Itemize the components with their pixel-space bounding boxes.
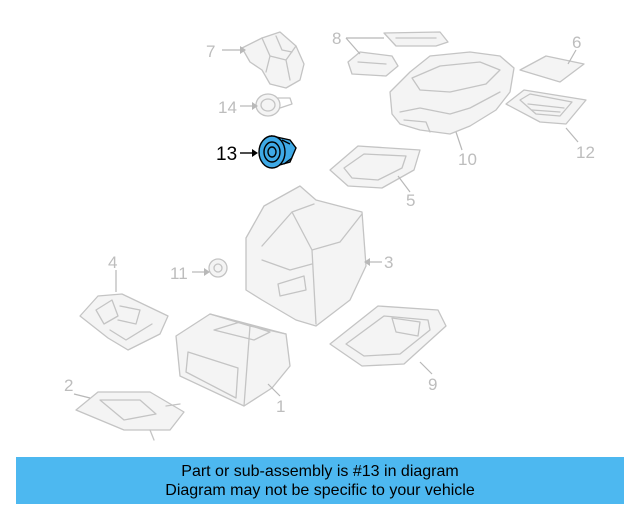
callout-6: 6 (572, 33, 581, 52)
callout-3: 3 (384, 253, 393, 272)
callout-1: 1 (276, 397, 285, 416)
callout-7: 7 (206, 42, 215, 61)
part-2 (75, 391, 185, 441)
part-14 (255, 93, 293, 117)
callout-5: 5 (406, 191, 415, 210)
part-13-highlighted (258, 135, 297, 169)
parts-diagram: 7 14 13 8 6 10 (64, 29, 595, 441)
callout-2: 2 (64, 376, 73, 395)
callout-10: 10 (458, 150, 477, 169)
part-1 (175, 313, 291, 407)
part-8 (347, 31, 449, 77)
info-banner: Part or sub-assembly is #13 in diagram D… (16, 457, 624, 504)
callout-9: 9 (428, 375, 437, 394)
callout-4: 4 (108, 253, 117, 272)
part-4 (79, 293, 169, 351)
callout-12: 12 (576, 143, 595, 162)
callout-11: 11 (170, 264, 188, 283)
part-6 (519, 55, 585, 83)
part-9 (329, 305, 447, 367)
part-7 (241, 31, 305, 89)
banner-line-1: Part or sub-assembly is #13 in diagram (181, 462, 459, 480)
part-11 (208, 258, 228, 278)
callout-8: 8 (332, 29, 341, 48)
callout-14: 14 (218, 98, 237, 117)
part-10 (389, 51, 515, 135)
part-5 (329, 145, 421, 189)
part-12 (505, 89, 587, 125)
part-3 (245, 185, 367, 327)
callout-13: 13 (216, 144, 237, 165)
banner-line-2: Diagram may not be specific to your vehi… (165, 481, 475, 499)
